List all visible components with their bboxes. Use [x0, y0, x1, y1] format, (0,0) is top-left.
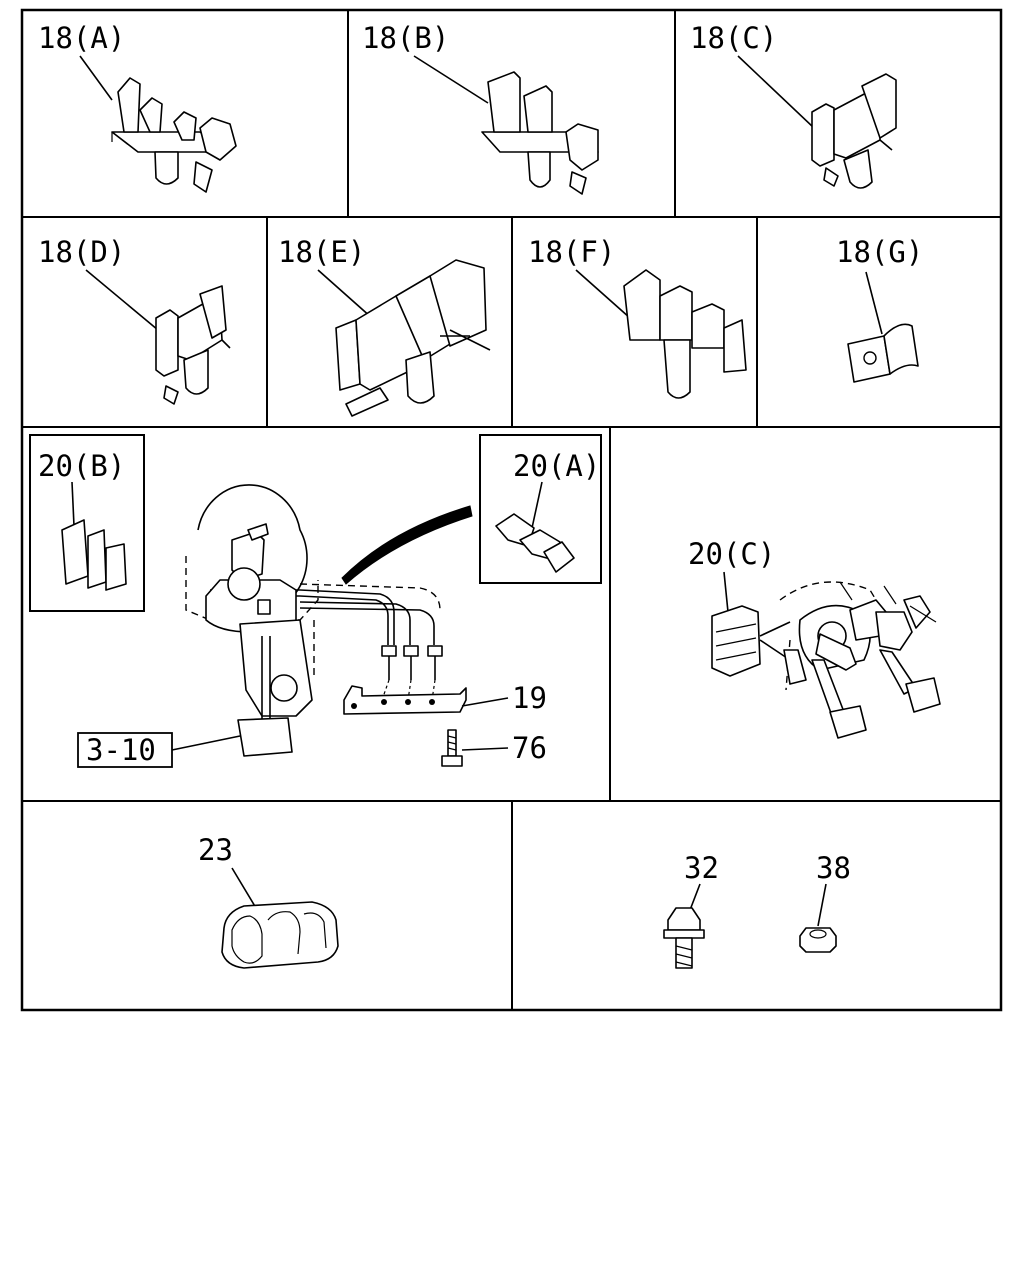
- leader-18e: [317, 269, 373, 319]
- leader-19: [461, 697, 509, 707]
- leader-20b: [71, 481, 75, 527]
- bolt-76: 76: [441, 729, 547, 767]
- label-38: 38: [816, 851, 851, 885]
- clip-18b: 18(B): [362, 21, 599, 195]
- leader-18a: [79, 55, 113, 101]
- clip-18c: 18(C): [690, 21, 897, 189]
- leader-32: [689, 883, 701, 911]
- label-18c: 18(C): [690, 21, 777, 55]
- label-20a: 20(A): [513, 449, 600, 483]
- clip-20c: 20(C): [688, 537, 791, 677]
- nut-38: 38: [799, 851, 851, 953]
- clip-23: 23: [198, 833, 339, 969]
- label-32: 32: [684, 851, 719, 885]
- leader-38: [817, 883, 827, 927]
- leader-18f: [575, 269, 631, 319]
- clip-20a: 20(A): [479, 434, 602, 584]
- label-18e: 18(E): [278, 235, 365, 269]
- leader-3-10: [171, 735, 241, 751]
- label-18f: 18(F): [528, 235, 615, 269]
- reference-3-10: 3-10: [77, 732, 241, 768]
- bolt-32: 32: [663, 851, 719, 969]
- pedal-assembly-right: [779, 581, 941, 739]
- leader-18c: [737, 55, 815, 129]
- clip-18f: 18(F): [528, 235, 747, 399]
- grid-frame: [20, 8, 1003, 1012]
- label-3-10: 3-10: [86, 733, 156, 767]
- leader-18b: [413, 55, 489, 104]
- label-20c: 20(C): [688, 537, 775, 571]
- leader-18g: [865, 271, 883, 335]
- label-23: 23: [198, 833, 233, 867]
- leader-18d: [85, 269, 159, 331]
- label-19: 19: [512, 681, 547, 715]
- label-18d: 18(D): [38, 235, 125, 269]
- leader-20c: [723, 571, 729, 613]
- pedal-assembly: [185, 484, 473, 757]
- label-20b: 20(B): [38, 449, 125, 483]
- clip-18a: 18(A): [38, 21, 237, 193]
- clip-20b: 20(B): [29, 434, 145, 612]
- clip-18e: 18(E): [278, 235, 491, 417]
- label-18b: 18(B): [362, 21, 449, 55]
- leader-76: [461, 747, 509, 751]
- bracket-19: 19: [343, 681, 547, 715]
- label-18a: 18(A): [38, 21, 125, 55]
- clip-18g: 18(G): [836, 235, 923, 383]
- clip-18d: 18(D): [38, 235, 231, 405]
- leader-20a: [531, 481, 543, 529]
- label-76: 76: [512, 731, 547, 765]
- leader-23: [231, 867, 257, 909]
- label-18g: 18(G): [836, 235, 923, 269]
